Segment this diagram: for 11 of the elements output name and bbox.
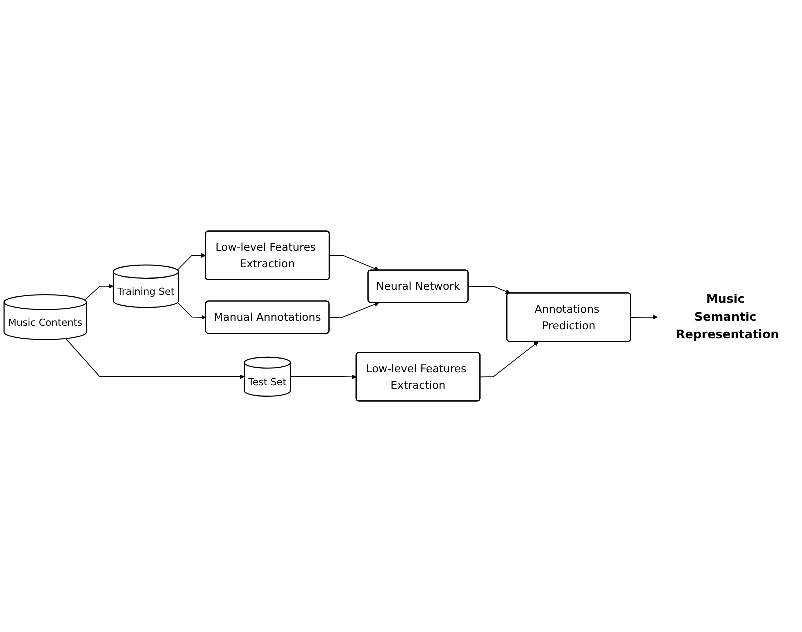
arrow bbox=[329, 302, 380, 318]
arrow bbox=[66, 338, 245, 380]
arrow bbox=[177, 253, 206, 270]
arrow bbox=[177, 302, 206, 320]
arrow bbox=[329, 254, 380, 271]
node-text: Music Semantic Representation bbox=[676, 292, 780, 342]
arrow bbox=[290, 374, 357, 380]
arrow bbox=[630, 314, 658, 320]
arrow bbox=[84, 284, 114, 301]
arrow bbox=[480, 341, 539, 378]
arrow bbox=[468, 286, 510, 294]
